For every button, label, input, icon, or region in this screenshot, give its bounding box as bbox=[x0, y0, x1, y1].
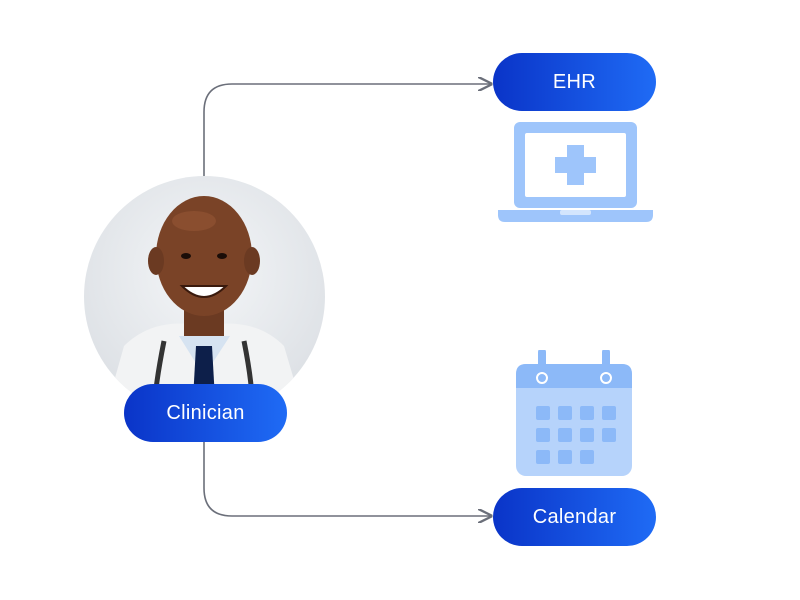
edge-clinician-to-calendar bbox=[203, 442, 491, 516]
ehr-label: EHR bbox=[552, 70, 597, 93]
calendar-label: Calendar bbox=[532, 505, 617, 528]
calendar-node[interactable]: Calendar bbox=[493, 488, 656, 546]
clinician-node[interactable]: Clinician bbox=[124, 384, 287, 442]
ehr-node[interactable]: EHR bbox=[493, 53, 656, 111]
edge-clinician-to-ehr bbox=[203, 84, 491, 180]
clinician-photo bbox=[84, 176, 325, 417]
clinician-label: Clinician bbox=[166, 401, 245, 424]
calendar-icon bbox=[516, 350, 632, 476]
laptop-medical-icon bbox=[498, 122, 653, 222]
